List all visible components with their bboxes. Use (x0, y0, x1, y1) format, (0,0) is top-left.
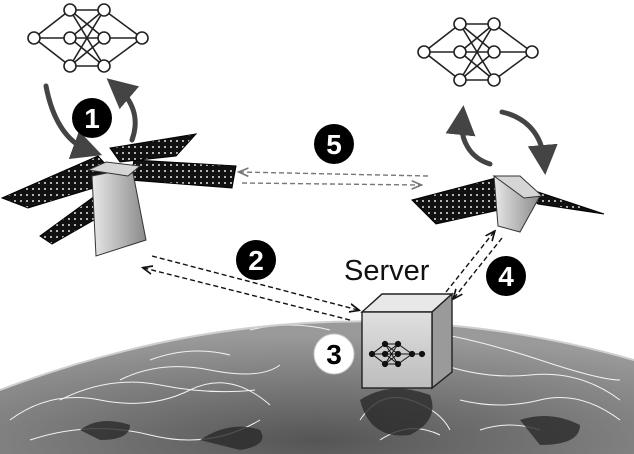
satellite-icon (411, 175, 605, 233)
step-badge-4: 4 (486, 256, 526, 296)
step-badge-1-label: 1 (84, 103, 100, 134)
step-badge-1-circle (72, 98, 112, 138)
link-satellite-left-to-server (144, 255, 358, 321)
step-badge-5-circle (314, 124, 354, 164)
training-loop-arrows-right (445, 105, 558, 175)
step-badge-4-circle (486, 256, 526, 296)
neural-network-icon (417, 17, 539, 87)
server-label: Server (344, 255, 430, 287)
step-badge-2-label: 2 (248, 245, 264, 276)
step-badge-2: 2 (236, 240, 276, 280)
step-badge-3-circle (313, 333, 355, 375)
step-badge-5: 5 (314, 124, 354, 164)
step-badge-5-label: 5 (326, 129, 342, 160)
neural-network-icon (27, 3, 149, 73)
training-loop-arrows-left (43, 78, 140, 159)
link-satellite-to-satellite (240, 172, 429, 185)
link-server-to-satellite-right (445, 232, 503, 298)
step-badge-4-label: 4 (498, 261, 514, 292)
earth-globe-icon (0, 320, 634, 454)
neural-network-icon (368, 340, 426, 368)
step-badge-2-circle (236, 240, 276, 280)
step-badge-1: 1 (72, 98, 112, 138)
server-cube-icon (360, 292, 454, 390)
step-badge-3: 3 (313, 333, 355, 375)
satellite-icon (0, 133, 237, 257)
step-badge-3-label: 3 (326, 339, 342, 370)
